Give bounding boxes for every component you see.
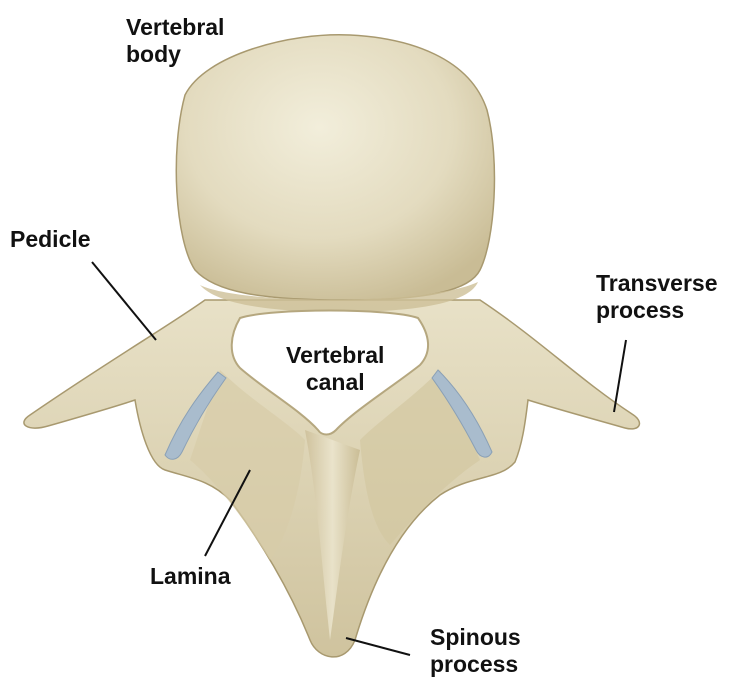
label-pedicle: Pedicle [10,226,91,253]
label-vertebral-canal-line2: canal [286,369,384,396]
label-vertebral-body-line2: body [126,41,224,68]
label-transverse-process-line1: Transverse [596,270,717,297]
transverse-process-leader-line [614,340,626,412]
label-vertebral-body-line1: Vertebral [126,14,224,41]
label-spinous-process-line1: Spinous [430,624,521,651]
label-spinous-process-line2: process [430,651,521,678]
label-vertebral-body: Vertebral body [126,14,224,68]
label-pedicle-text: Pedicle [10,226,91,253]
label-vertebral-canal-line1: Vertebral [286,342,384,369]
pedicle-leader-line [92,262,156,340]
spinous-process-leader-line [346,638,410,655]
label-transverse-process: Transverse process [596,270,717,324]
label-lamina: Lamina [150,563,231,590]
label-transverse-process-line2: process [596,297,717,324]
label-vertebral-canal: Vertebral canal [286,342,384,396]
vertebral-body-shape [176,35,494,300]
label-spinous-process: Spinous process [430,624,521,678]
label-lamina-text: Lamina [150,563,231,590]
